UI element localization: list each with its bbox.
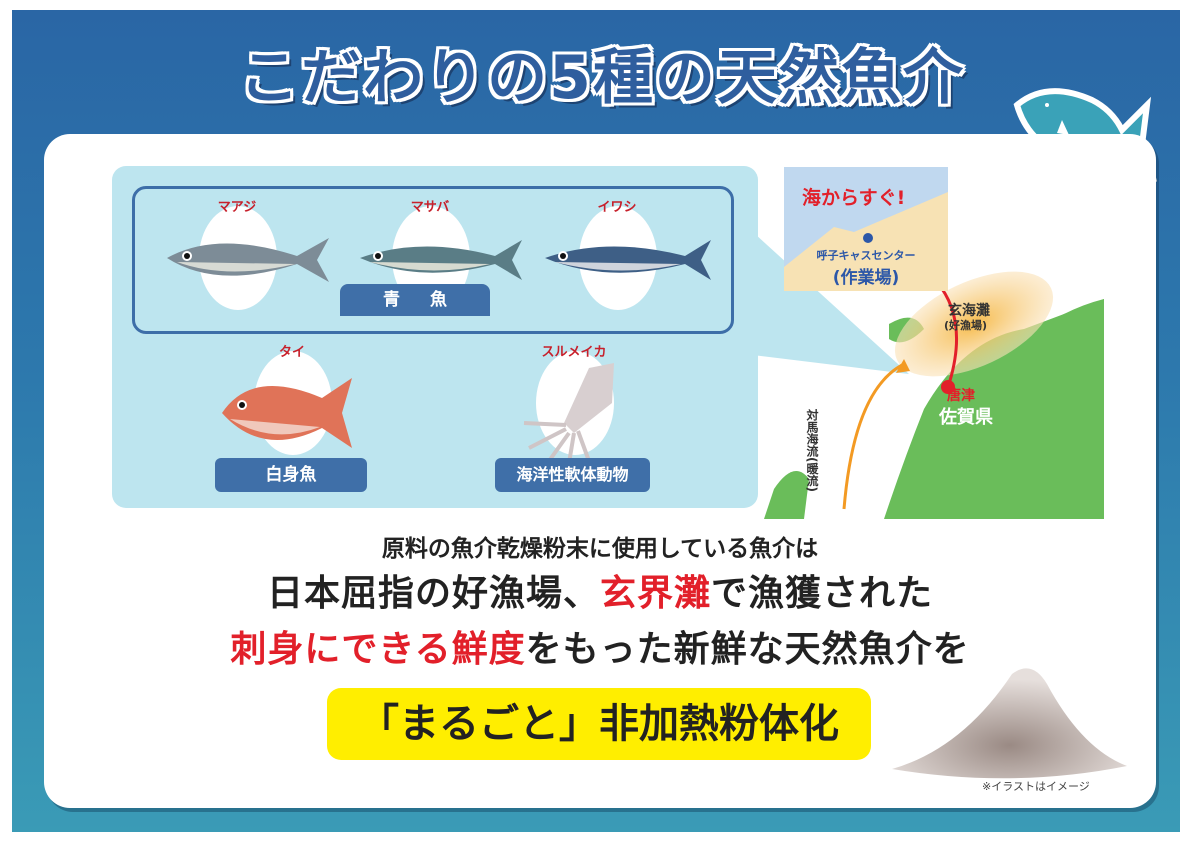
blue-fish-group-box <box>132 186 734 334</box>
iwashi-fish-icon <box>545 240 711 280</box>
inset-map: 海からすぐ! 呼子キャスセンター (作業場) <box>784 167 948 291</box>
species-maaji: マアジ <box>137 196 337 336</box>
masaba-fish-icon <box>360 240 522 280</box>
powder-pile-image <box>892 668 1127 779</box>
map-label-genkai: 玄海灘 <box>948 303 990 319</box>
map-label-genkai-sub: (好漁場) <box>944 319 988 332</box>
group-label-mollusk: 海洋性軟体動物 <box>495 458 650 492</box>
map-label-karatsu: 唐津 <box>947 388 975 404</box>
highlight-banner: 「まるごと」非加熱粉体化 <box>327 688 871 760</box>
squid-icon <box>523 363 614 463</box>
page-title: こだわりの5種の天然魚介 <box>239 43 965 113</box>
group-label-white-fish: 白身魚 <box>215 458 367 492</box>
work-site-marker <box>863 233 873 243</box>
map-area: 海からすぐ! 呼子キャスセンター (作業場) 玄海灘 (好漁場) 唐津 佐賀県 … <box>764 159 1104 519</box>
body-line-1: 原料の魚介乾燥粉末に使用している魚介は <box>381 536 819 562</box>
body-line-2: 日本屈指の好漁場、玄界灘で漁獲された <box>266 573 934 614</box>
species-tai: タイ <box>192 341 392 481</box>
kyushu-map <box>764 271 1104 519</box>
map-label-tsushima-current: 対馬海流(暖流) <box>805 409 819 492</box>
fish-panel: マアジ マサバ イワシ <box>112 166 758 508</box>
species-surume-ika: スルメイカ <box>474 341 674 481</box>
body-line-3: 刺身にできる鮮度をもった新鮮な天然魚介を <box>230 629 970 670</box>
species-iwashi: イワシ <box>517 196 717 336</box>
maaji-fish-icon <box>167 238 329 282</box>
map-label-saga: 佐賀県 <box>939 407 993 428</box>
image-note: ※イラストはイメージ <box>982 780 1090 793</box>
content-card: マアジ マサバ イワシ <box>44 134 1156 808</box>
poster: こだわりの5種の天然魚介 マアジ マサバ <box>12 10 1180 832</box>
tai-fish-icon <box>222 378 352 448</box>
group-label-blue-fish: 青 魚 <box>340 284 490 316</box>
